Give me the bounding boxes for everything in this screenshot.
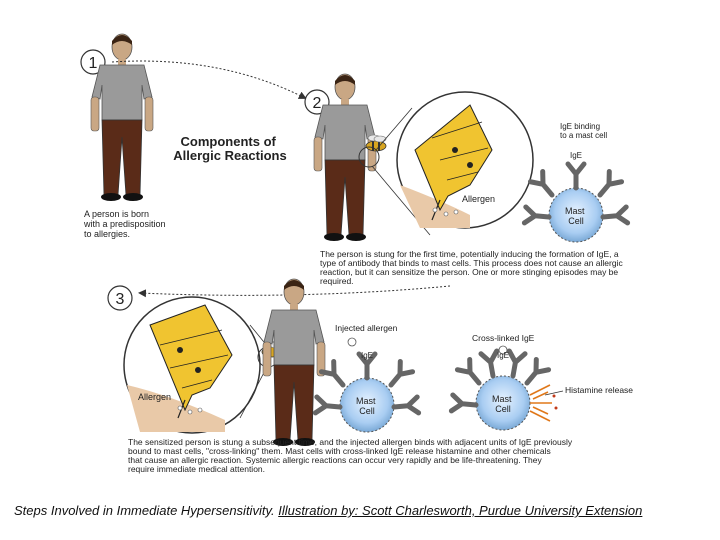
figure-caption: Steps Involved in Immediate Hypersensiti… [14,503,720,518]
step3-mast-cell1-label-1: Mast [356,396,376,406]
step3-text-line2: bound to mast cells, "cross-linking" the… [128,446,551,456]
step2-group: 2 Allergen Mast Cell IgE IgE binding to … [304,73,628,286]
ige-antibody [321,361,349,390]
ige-antibody [602,207,627,225]
step2-number: 2 [313,95,322,112]
step3-mast-cell1-label-2: Cell [359,406,375,416]
step3-text-line1: The sensitized person is stung a subsequ… [128,437,573,447]
histamine-burst-icon [529,384,558,422]
step2-allergen-label: Allergen [462,194,495,204]
ige-antibody [315,397,340,415]
person-step3 [262,278,326,447]
step1-text-line1: A person is born [84,209,149,219]
ige-antibody [530,171,558,200]
title-line2: Allergic Reactions [173,148,286,163]
ige-antibody [457,359,485,388]
svg-text:A person is born with a: A person is born with a predisposition t… [83,209,168,239]
step3-mast-cell2-label-1: Mast [492,394,512,404]
step2-binding-label-2: to a mast cell [560,131,607,140]
step3-histamine-label: Histamine release [565,385,633,395]
caption-text: Steps Involved in Immediate Hypersensiti… [14,503,279,518]
step2-text-line3: reaction, but it can sensitize the perso… [320,267,618,277]
step3-text-line4: require immediate medical attention. [128,464,265,474]
ige-antibody [385,361,413,390]
ige-antibody [451,395,476,413]
step3-number-circle [107,285,133,311]
step3-allergen-label: Allergen [138,392,171,402]
bee-step2 [365,134,387,152]
step3-injected-label: Injected allergen [335,323,398,333]
step1-group: 1 A person is born with a predisposition… [80,33,168,239]
title-line1: Components of [181,134,277,149]
ige-antibody [568,164,584,188]
step1-number: 1 [89,55,98,72]
svg-text:Mast Cell: Mast Cell [565,206,587,226]
svg-text:The person is stung for the fi: The person is stung for the first time, … [320,249,625,286]
bee-abdomen-step3 [149,304,233,412]
step3-group: 3 Allergen Mast Cell Injected allergen I… [107,278,633,474]
step3-crosslinked-label: Cross-linked IgE [472,333,535,343]
svg-text:Mast Cell: Mast Cell [492,394,514,414]
sting-site-circle [358,146,380,168]
ige-antibody [594,171,622,200]
step2-text-line4: required. [320,276,354,286]
step2-mast-cell-label-2: Cell [568,216,584,226]
ige-antibody [524,207,549,225]
step2-ige-label: IgE [570,151,582,160]
svg-text:IgE binding to a mast ce: IgE binding to a mast cell [560,122,607,140]
step2-mast-cell-label-1: Mast [565,206,585,216]
step2-text-line2: type of antibody that binds to mast cell… [320,258,623,268]
step2-binding-label-1: IgE binding [560,122,600,131]
caption-credit-link[interactable]: Illustration by: Scott Charlesworth, Pur… [278,503,643,518]
step3-number: 3 [116,291,125,308]
step1-text-line3: to allergies. [84,229,130,239]
step3-ige-label-1: IgE [361,351,373,360]
ige-antibody [521,359,549,388]
bee-abdomen-step2 [414,104,493,212]
svg-text:The sensitized person is stung: The sensitized person is stung a subsequ… [128,437,575,474]
step3-mast-cell2-label-2: Cell [495,404,511,414]
step3-text-line3: that cause an allergic reaction. Systemi… [128,455,542,465]
step1-text-line2: with a predisposition [83,219,166,229]
step3-ige-label-2: IgE [497,351,509,360]
step2-text-line1: The person is stung for the first time, … [320,249,619,259]
svg-text:Mast Cell: Mast Cell [356,396,378,416]
ige-antibody [393,397,418,415]
svg-text:Components of Allergic Rea: Components of Allergic Reactions [173,134,286,163]
